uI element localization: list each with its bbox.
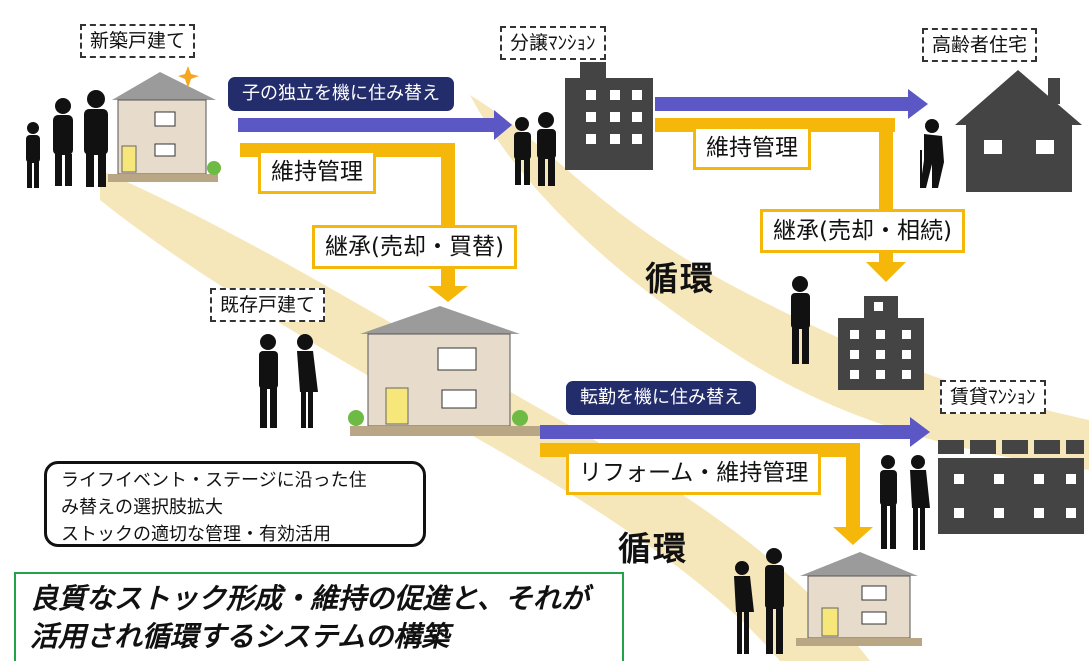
elderly-house-icon <box>955 70 1082 192</box>
small-house-illustration <box>796 552 922 646</box>
note-line-1: ライフイベント・ステージに沿った住 <box>61 470 367 491</box>
label-existing-house: 既存戸建て <box>210 288 326 322</box>
banner-line-2: 活用され循環するシステムの構築 <box>30 620 450 653</box>
note-line-3: ストックの適切な管理・有効活用 <box>61 524 331 545</box>
box-inherit-succession: 継承(売却・相続) <box>760 209 965 253</box>
couple-silhouettes-rental <box>880 455 930 550</box>
couple-silhouettes-small-house <box>734 548 784 654</box>
existing-house-illustration <box>348 306 540 436</box>
blue-arrow-to-rental <box>540 417 930 447</box>
goal-banner: 良質なストック形成・維持の促進と、それが 活用され循環するシステムの構築 <box>14 572 624 661</box>
blue-arrow-to-elderly <box>655 89 928 119</box>
new-house-illustration <box>108 66 221 182</box>
arrow-label-independence-move: 子の独立を機に住み替え <box>228 77 454 111</box>
cycle-label-lower: 循環 <box>618 529 688 568</box>
couple-silhouettes-existing <box>259 334 318 428</box>
label-condo-sale: 分譲ﾏﾝｼｮﾝ <box>500 26 606 60</box>
condo-building-icon <box>565 62 653 170</box>
rental-building-windows <box>954 474 1076 518</box>
man-silhouette-building <box>791 276 810 364</box>
label-new-house: 新築戸建て <box>80 24 196 58</box>
arrow-label-transfer-move: 転勤を機に住み替え <box>566 381 756 415</box>
banner-line-1: 良質なストック形成・維持の促進と、それが <box>30 582 589 615</box>
box-inherit-buy: 継承(売却・買替) <box>312 225 517 269</box>
elderly-silhouette <box>920 119 944 188</box>
cycle-band-upper <box>470 95 1089 470</box>
couple-silhouettes-condo <box>514 112 556 186</box>
box-reform-maintenance: リフォーム・維持管理 <box>566 451 822 495</box>
box-maintenance-2: 維持管理 <box>693 126 811 170</box>
blue-arrow-to-condo <box>238 110 512 140</box>
tall-building-windows <box>850 302 911 379</box>
policy-note-box: ライフイベント・ステージに沿った住 み替えの選択肢拡大 ストックの適切な管理・有… <box>44 461 426 547</box>
cycle-label-upper: 循環 <box>645 259 715 298</box>
rental-building-icon <box>938 440 1084 534</box>
label-elderly-housing: 高齢者住宅 <box>922 28 1038 62</box>
box-maintenance-1: 維持管理 <box>258 150 376 194</box>
family-silhouettes <box>26 90 108 188</box>
label-rental-condo: 賃貸ﾏﾝｼｮﾝ <box>940 380 1046 414</box>
note-line-2: み替えの選択肢拡大 <box>61 497 223 518</box>
